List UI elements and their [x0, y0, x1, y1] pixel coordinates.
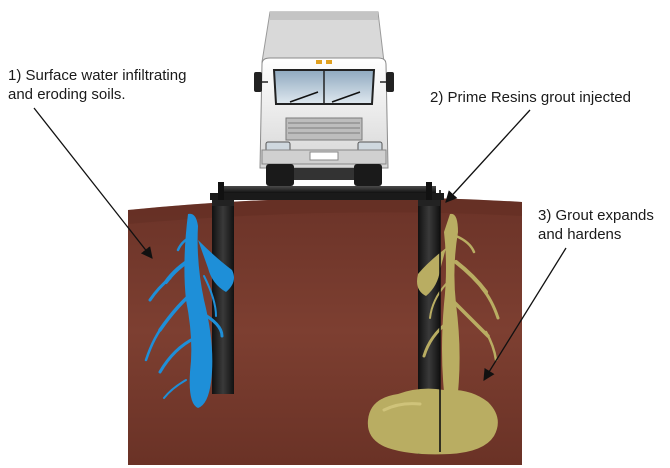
steel-beam: [210, 182, 444, 206]
label-grout-expands: 3) Grout expands and hardens: [538, 207, 654, 243]
grout-expansion: [367, 213, 500, 455]
left-pier: [212, 206, 234, 394]
arrow-step-2: [445, 109, 531, 203]
water-infiltration: [144, 213, 234, 408]
arrow-step-1: [33, 107, 153, 259]
truck-front-view: [254, 11, 394, 186]
label-surface-water: 1) Surface water infiltrating and erodin…: [8, 67, 187, 103]
label-grout-injected: 2) Prime Resins grout injected: [430, 89, 631, 106]
arrow-step-3: [483, 247, 567, 381]
